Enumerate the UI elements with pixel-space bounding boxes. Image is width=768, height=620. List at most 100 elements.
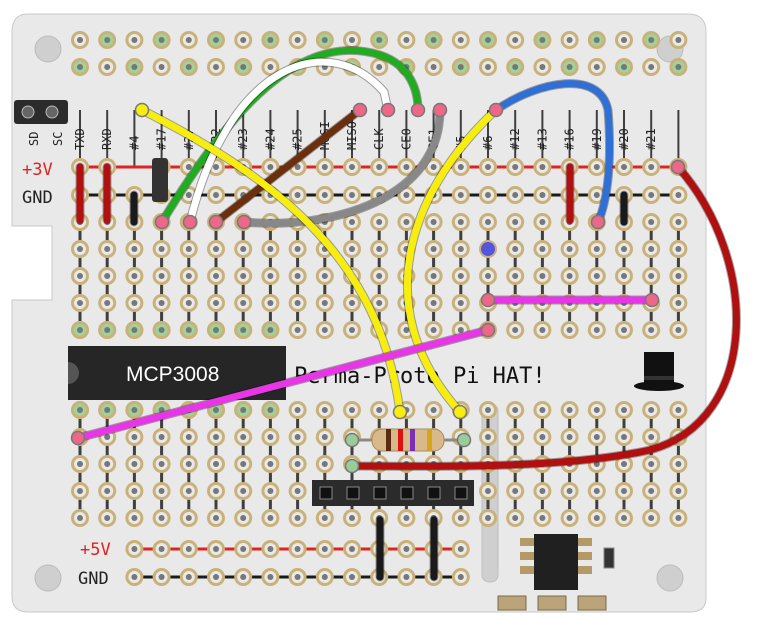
- resistor-band: [427, 429, 432, 451]
- pad-hole: [648, 407, 655, 413]
- pad-hole: [566, 273, 573, 279]
- pad-hole: [267, 64, 274, 70]
- pad-hole: [349, 37, 355, 43]
- pad-hole: [621, 488, 627, 494]
- pad-hole: [512, 164, 519, 170]
- pad-hole: [213, 461, 219, 467]
- pad-hole: [104, 488, 111, 494]
- pad-hole: [376, 164, 383, 170]
- pad-hole: [131, 574, 138, 580]
- pad-hole: [512, 64, 519, 70]
- wire-end: [70, 430, 86, 446]
- smd-resistor: [577, 595, 607, 611]
- pad-hole: [77, 37, 83, 43]
- pad-hole: [213, 300, 219, 306]
- pad-hole: [593, 273, 600, 279]
- pad-hole: [104, 327, 111, 333]
- pad-hole: [512, 219, 519, 225]
- pad-hole: [77, 407, 83, 413]
- pad-hole: [648, 327, 655, 333]
- pad-hole: [267, 488, 274, 494]
- gpio-pin-label: #12: [508, 128, 522, 150]
- jumper-block: [152, 158, 168, 202]
- pad-hole: [457, 246, 464, 252]
- pad-hole: [512, 327, 519, 333]
- wire-end: [344, 432, 360, 448]
- pad-hole: [240, 327, 247, 333]
- smd-resistor: [497, 595, 527, 611]
- gpio-pin-label: RXD: [100, 128, 114, 150]
- pad-hole: [158, 515, 165, 521]
- pad-hole: [185, 461, 192, 467]
- i2c-header-pin: [21, 105, 35, 119]
- pad-hole: [349, 515, 355, 521]
- pad-hole: [267, 246, 274, 252]
- pad-hole: [77, 300, 83, 306]
- pad-hole: [430, 219, 437, 225]
- gpio-pin-label: #20: [617, 128, 631, 150]
- pad-hole: [403, 546, 410, 552]
- pad-hole: [213, 327, 219, 333]
- pad-hole: [648, 164, 655, 170]
- pad-hole: [158, 461, 165, 467]
- pad-hole: [267, 546, 274, 552]
- pad-hole: [457, 273, 464, 279]
- pad-hole: [457, 219, 464, 225]
- mounting-holes: [34, 35, 684, 592]
- pad-hole: [267, 164, 274, 170]
- pad-hole: [294, 407, 301, 413]
- pad-hole: [675, 327, 682, 333]
- pad-hole: [158, 64, 165, 70]
- pad-hole: [294, 546, 301, 552]
- pad-hole: [294, 488, 301, 494]
- pad-hole: [77, 515, 83, 521]
- pad-hole: [213, 434, 219, 440]
- gpio-pin-label: #24: [263, 128, 277, 150]
- pad-hole: [131, 488, 138, 494]
- pad-hole: [539, 64, 546, 70]
- pad-hole: [240, 273, 247, 279]
- pad-hole: [566, 407, 573, 413]
- pad-hole: [131, 546, 138, 552]
- pad-hole: [240, 246, 247, 252]
- pad-hole: [593, 515, 600, 521]
- header-pin: [346, 486, 360, 500]
- smd-part: [603, 547, 615, 569]
- wire-yellow: [404, 106, 500, 416]
- pad-hole: [240, 407, 247, 413]
- pad-hole: [621, 461, 627, 467]
- pad-hole: [403, 327, 410, 333]
- six-pin-header: [312, 480, 474, 506]
- pad-hole: [185, 300, 192, 306]
- pad-hole: [240, 546, 247, 552]
- pad-hole: [321, 515, 328, 521]
- pad-hole: [131, 273, 138, 279]
- pad-hole: [185, 327, 192, 333]
- smd-resistor: [537, 595, 567, 611]
- pad-hole: [430, 164, 437, 170]
- pad-hole: [539, 327, 546, 333]
- pad-hole: [185, 515, 192, 521]
- pad-hole: [376, 37, 383, 43]
- pad-hole: [539, 273, 546, 279]
- pad-hole: [349, 219, 355, 225]
- gpio-pin-label: #23: [236, 128, 250, 150]
- pad-hole: [675, 273, 682, 279]
- pad-hole: [131, 407, 138, 413]
- pad-hole: [185, 488, 192, 494]
- pad-hole: [376, 273, 383, 279]
- pad-hole: [566, 64, 573, 70]
- pad-hole: [403, 37, 410, 43]
- gpio-pin-label: MISO: [345, 121, 359, 150]
- pad-hole: [321, 37, 328, 43]
- pad-hole: [267, 461, 274, 467]
- pad-hole: [185, 37, 192, 43]
- pad-hole: [566, 515, 573, 521]
- pad-hole: [457, 515, 464, 521]
- pad-hole: [131, 300, 138, 306]
- pad-hole: [321, 300, 328, 306]
- pad-hole: [566, 246, 573, 252]
- pad-hole: [267, 515, 274, 521]
- pad-hole: [485, 407, 491, 413]
- pad-hole: [158, 37, 165, 43]
